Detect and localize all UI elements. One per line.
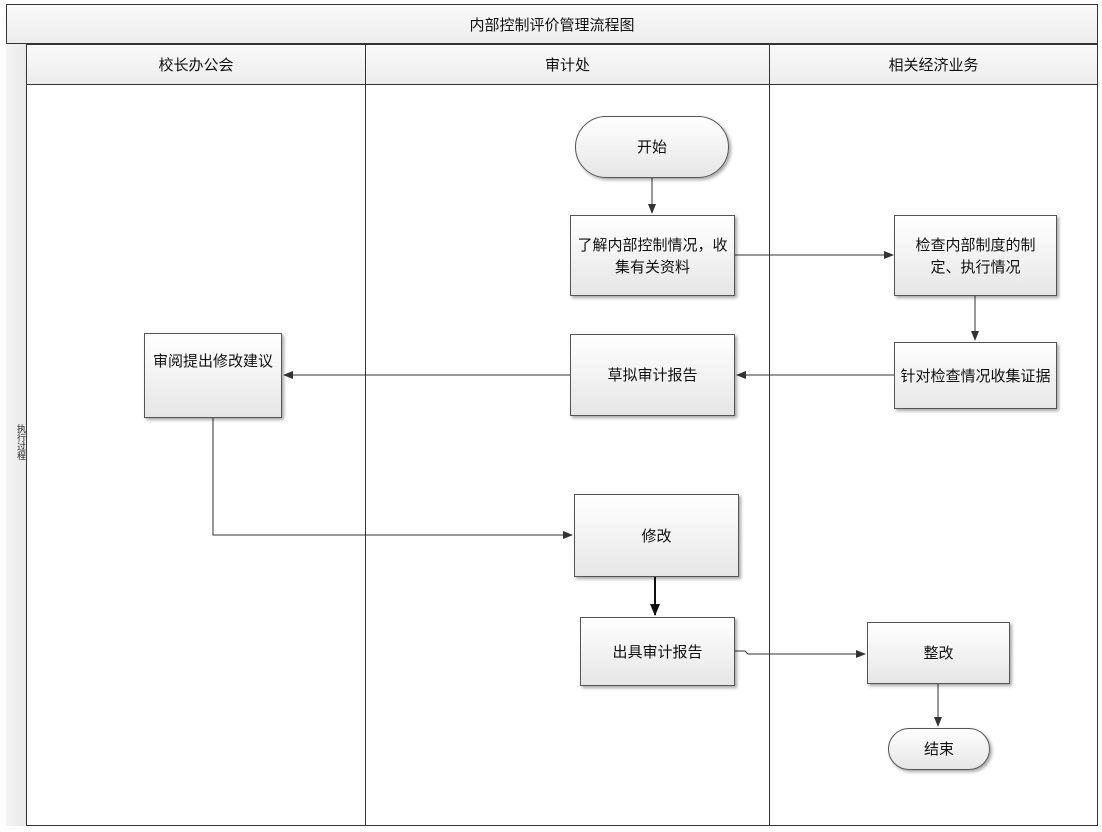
collect-evidence-label: 针对检查情况收集证据 (900, 366, 1051, 385)
modify-label: 修改 (641, 526, 672, 545)
lane-label-principal-office: 校长办公会 (158, 56, 234, 74)
end-node-label: 结束 (923, 740, 954, 758)
review-suggestion-node: 审阅提出修改建议 (144, 333, 282, 418)
draft-report-label: 草拟审计报告 (607, 366, 698, 384)
start-node: 开始 (575, 116, 729, 178)
phase-column: 执行过程 (6, 44, 27, 826)
start-node-label: 开始 (636, 138, 667, 156)
draft-report-node: 草拟审计报告 (570, 334, 735, 416)
phase-label: 执行过程 (15, 424, 25, 460)
check-system-node: 检查内部制度的制定、执行情况 (894, 215, 1057, 296)
modify-node: 修改 (574, 494, 739, 577)
diagram-title-text: 内部控制评价管理流程图 (469, 15, 635, 34)
end-node: 结束 (888, 728, 990, 770)
diagram-title: 内部控制评价管理流程图 (6, 4, 1098, 44)
lane-header-audit-office: 审计处 (365, 44, 770, 85)
lane-header-principal-office: 校长办公会 (26, 44, 366, 85)
lane-label-audit-office: 审计处 (544, 56, 590, 74)
rectify-node: 整改 (867, 622, 1010, 684)
lane-body-principal-office (26, 84, 366, 826)
lane-header-economic-business: 相关经济业务 (769, 44, 1098, 85)
understand-internal-control-node: 了解内部控制情况，收集有关资料 (570, 215, 735, 296)
understand-internal-control-label: 了解内部控制情况，收集有关资料 (577, 235, 728, 276)
issue-report-label: 出具审计报告 (612, 642, 703, 661)
collect-evidence-node: 针对检查情况收集证据 (894, 342, 1057, 409)
check-system-label: 检查内部制度的制定、执行情况 (915, 235, 1036, 276)
issue-report-node: 出具审计报告 (580, 617, 735, 686)
review-suggestion-label: 审阅提出修改建议 (152, 352, 273, 370)
rectify-label: 整改 (923, 644, 954, 662)
lane-label-economic-business: 相关经济业务 (888, 56, 979, 74)
lane-body-audit-office (365, 84, 770, 826)
